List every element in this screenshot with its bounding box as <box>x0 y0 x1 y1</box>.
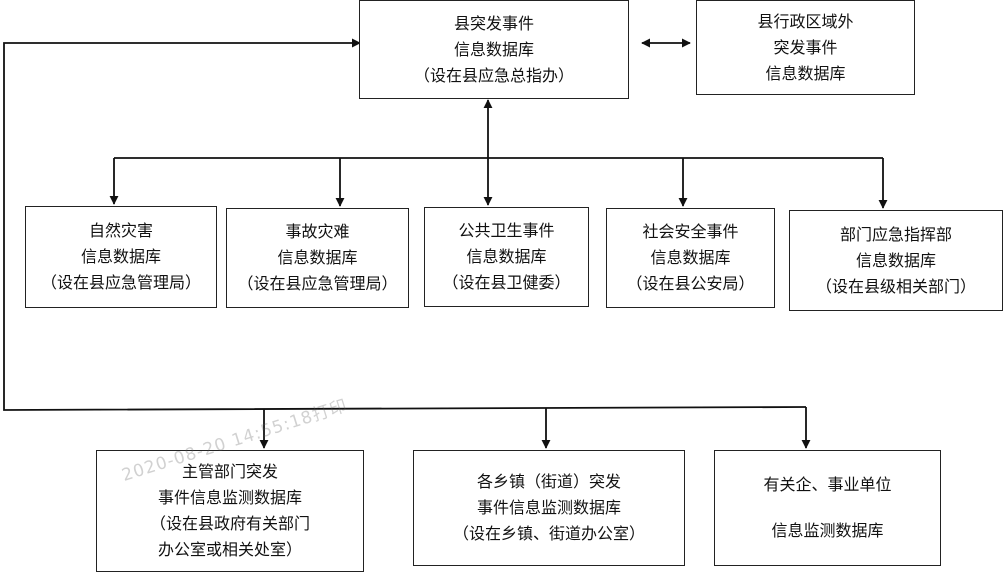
township-monitoring-db-line1: 各乡镇（街道）突发 <box>476 472 621 491</box>
social-security-db-line3: （设在县公安局） <box>626 274 755 293</box>
external-event-db-box: 县行政区域外 突发事件 信息数据库 <box>696 0 915 95</box>
department-monitoring-db-line1: 主管部门突发 <box>181 462 278 481</box>
social-security-db-box: 社会安全事件 信息数据库 （设在县公安局） <box>606 208 775 308</box>
natural-disaster-db-line3: （设在县应急管理局） <box>40 273 201 292</box>
township-monitoring-db-line3: （设在乡镇、街道办公室） <box>452 524 645 543</box>
department-monitoring-db-box: 主管部门突发 事件信息监测数据库 （设在县政府有关部门 办公室或相关处室） <box>96 450 364 572</box>
county-event-db-box: 县突发事件 信息数据库 （设在县应急总指办） <box>359 0 629 99</box>
accident-disaster-db-box: 事故灾难 信息数据库 （设在县应急管理局） <box>226 208 409 308</box>
public-health-db-line1: 公共卫生事件 <box>458 221 555 240</box>
accident-disaster-db-line2: 信息数据库 <box>277 248 358 267</box>
public-health-db-line2: 信息数据库 <box>466 247 547 266</box>
external-event-db-line3: 信息数据库 <box>765 63 846 83</box>
township-monitoring-db-line2: 事件信息监测数据库 <box>476 498 621 517</box>
natural-disaster-db-line2: 信息数据库 <box>80 247 161 266</box>
public-health-db-box: 公共卫生事件 信息数据库 （设在县卫健委） <box>424 207 589 307</box>
township-monitoring-db-box: 各乡镇（街道）突发 事件信息监测数据库 （设在乡镇、街道办公室） <box>413 450 685 566</box>
department-monitoring-db-line2: 事件信息监测数据库 <box>157 488 302 507</box>
enterprise-monitoring-db-line1: 有关企、事业单位 <box>763 475 892 494</box>
department-command-db-line1: 部门应急指挥部 <box>839 224 952 244</box>
natural-disaster-db-box: 自然灾害 信息数据库 （设在县应急管理局） <box>25 206 217 308</box>
external-event-db-line1: 县行政区域外 <box>757 11 854 31</box>
accident-disaster-db-line1: 事故灾难 <box>285 222 350 241</box>
county-event-db-line1: 县突发事件 <box>453 13 534 33</box>
department-command-db-line3: （设在县级相关部门） <box>815 276 976 296</box>
county-event-db-line3: （设在县应急总指办） <box>413 65 574 85</box>
department-command-db-line2: 信息数据库 <box>855 250 936 270</box>
external-event-db-line2: 突发事件 <box>773 37 838 57</box>
enterprise-monitoring-db-box: 有关企、事业单位 信息监测数据库 <box>714 450 941 566</box>
accident-disaster-db-line3: （设在县应急管理局） <box>237 274 398 293</box>
public-health-db-line3: （设在县卫健委） <box>442 273 571 292</box>
social-security-db-line1: 社会安全事件 <box>642 222 739 241</box>
feedback-loop <box>3 38 807 411</box>
social-security-db-line2: 信息数据库 <box>650 248 731 267</box>
natural-disaster-db-line1: 自然灾害 <box>88 221 153 240</box>
department-command-db-box: 部门应急指挥部 信息数据库 （设在县级相关部门） <box>789 210 1003 311</box>
enterprise-monitoring-db-line2: 信息监测数据库 <box>771 521 884 540</box>
county-event-db-line2: 信息数据库 <box>453 39 534 59</box>
department-monitoring-db-line4: 办公室或相关处室） <box>157 540 302 559</box>
department-monitoring-db-line3: （设在县政府有关部门 <box>149 514 310 533</box>
